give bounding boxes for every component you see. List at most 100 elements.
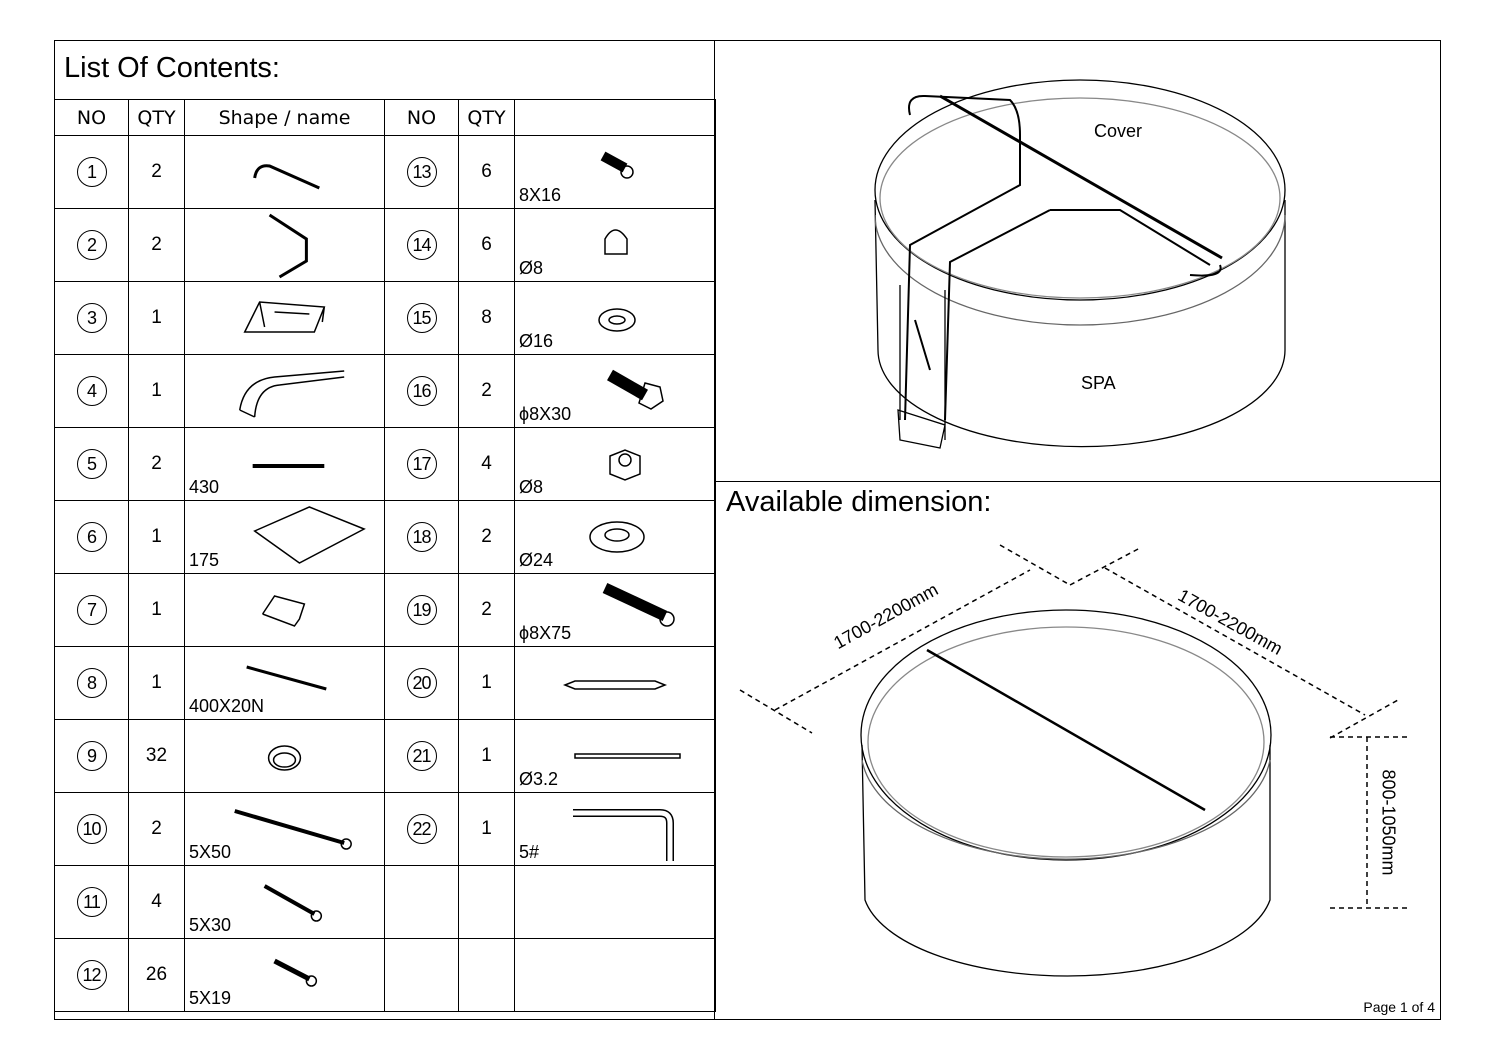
part-shape-cell: 175 <box>184 500 385 574</box>
part-number-cell: 19 <box>384 573 459 647</box>
long-bolt-icon <box>602 583 675 627</box>
dimension-lines <box>739 544 1408 909</box>
part-shape-cell: Ø8 <box>514 427 716 501</box>
part-number: 4 <box>76 376 107 406</box>
part-number: 17 <box>406 449 437 479</box>
part-number: 16 <box>406 376 437 406</box>
part-number: 6 <box>76 522 107 552</box>
panel-divider-vertical <box>714 40 715 1020</box>
spa-dimension-drawing <box>739 544 1408 977</box>
cover-label: Cover <box>1094 121 1143 141</box>
hex-bolt-icon <box>607 369 664 410</box>
cap-icon <box>267 745 302 771</box>
table-header: NO QTY Shape / name NO QTY <box>54 99 716 136</box>
part-shape-cell: 8X16 <box>514 135 716 209</box>
part-number-cell: 20 <box>384 646 459 720</box>
part-shape-cell: ϕ8X75 <box>514 573 716 647</box>
part-number-cell: 16 <box>384 354 459 428</box>
part-number: 2 <box>76 230 107 260</box>
table-row: 9 32 21 1 Ø3.2 <box>54 719 716 793</box>
part-number-cell: 1 <box>54 135 129 209</box>
gas-spring-icon <box>246 665 327 691</box>
part-number-cell: 8 <box>54 646 129 720</box>
part-number: 18 <box>406 522 437 552</box>
table-row: 12 26 5X19 <box>54 938 716 1012</box>
part-size: ϕ8X75 <box>519 623 572 643</box>
height-label: 800-1050mm <box>1378 769 1399 876</box>
part-number-cell: 15 <box>384 281 459 355</box>
part-size: 175 <box>189 550 220 570</box>
dimension-title: Available dimension: <box>726 486 992 518</box>
part-size: Ø24 <box>519 550 554 570</box>
part-qty <box>458 938 515 1012</box>
part-shape-cell: Ø8 <box>514 208 716 282</box>
short-screw-icon <box>273 958 318 987</box>
part-number: 21 <box>406 741 437 771</box>
part-size: 5X30 <box>189 915 232 935</box>
part-shape-cell: 430 <box>184 427 385 501</box>
large-washer-icon <box>589 521 645 553</box>
cap-nut-icon <box>604 229 628 255</box>
part-number: 5 <box>76 449 107 479</box>
drill-bit-icon <box>574 753 681 759</box>
part-shape-cell <box>514 646 716 720</box>
part-number: 15 <box>406 303 437 333</box>
spa-label: SPA <box>1081 373 1116 393</box>
bracket-icon <box>261 595 306 627</box>
part-number: 3 <box>76 303 107 333</box>
bent-rail-icon <box>268 213 308 279</box>
panel-divider-horizontal <box>714 481 1441 482</box>
part-qty: 4 <box>128 865 185 939</box>
curved-rail-icon <box>253 164 320 190</box>
part-qty: 2 <box>128 135 185 209</box>
lock-nut-icon <box>609 449 641 481</box>
part-number-cell: 13 <box>384 135 459 209</box>
part-number: 13 <box>406 157 437 187</box>
bar-icon <box>252 464 325 468</box>
part-qty: 2 <box>128 792 185 866</box>
washer-icon <box>598 308 636 332</box>
table-row: 2 2 14 6 Ø8 <box>54 208 716 282</box>
ladder-frame-icon <box>243 301 326 333</box>
part-number-cell: 7 <box>54 573 129 647</box>
part-qty: 2 <box>458 500 515 574</box>
table-row: 3 1 15 8 Ø16 <box>54 281 716 355</box>
countersunk-bolt-icon <box>600 151 634 179</box>
part-number: 19 <box>406 595 437 625</box>
part-number: 11 <box>76 887 107 917</box>
part-number: 7 <box>76 595 107 625</box>
part-size: Ø8 <box>519 258 544 278</box>
part-qty: 1 <box>128 500 185 574</box>
page-title: List Of Contents: <box>64 52 280 84</box>
part-number: 9 <box>76 741 107 771</box>
part-qty: 6 <box>458 208 515 282</box>
part-number-cell: 3 <box>54 281 129 355</box>
part-size: 430 <box>189 477 220 497</box>
part-number: 22 <box>406 814 437 844</box>
part-size: Ø16 <box>519 331 554 351</box>
part-number: 12 <box>76 960 107 990</box>
part-qty: 1 <box>128 573 185 647</box>
part-size: ϕ8X30 <box>519 404 572 424</box>
part-shape-cell: 5X19 <box>184 938 385 1012</box>
part-shape-cell <box>184 208 385 282</box>
screwdriver-bit-icon <box>562 680 668 690</box>
part-number-cell: 10 <box>54 792 129 866</box>
base-plate-icon <box>253 506 366 564</box>
table-row: 11 4 5X30 <box>54 865 716 939</box>
part-number: 10 <box>76 814 107 844</box>
part-number-cell: 11 <box>54 865 129 939</box>
part-qty: 1 <box>128 281 185 355</box>
part-shape-cell <box>184 281 385 355</box>
part-qty: 1 <box>458 646 515 720</box>
page-number: Page 1 of 4 <box>1363 999 1435 1015</box>
part-shape-cell: 5X30 <box>184 865 385 939</box>
part-number-cell: 17 <box>384 427 459 501</box>
part-shape-cell <box>184 135 385 209</box>
header-shape-2 <box>514 99 716 136</box>
screw-icon <box>263 884 323 922</box>
spa-overview-drawing <box>874 79 1286 449</box>
